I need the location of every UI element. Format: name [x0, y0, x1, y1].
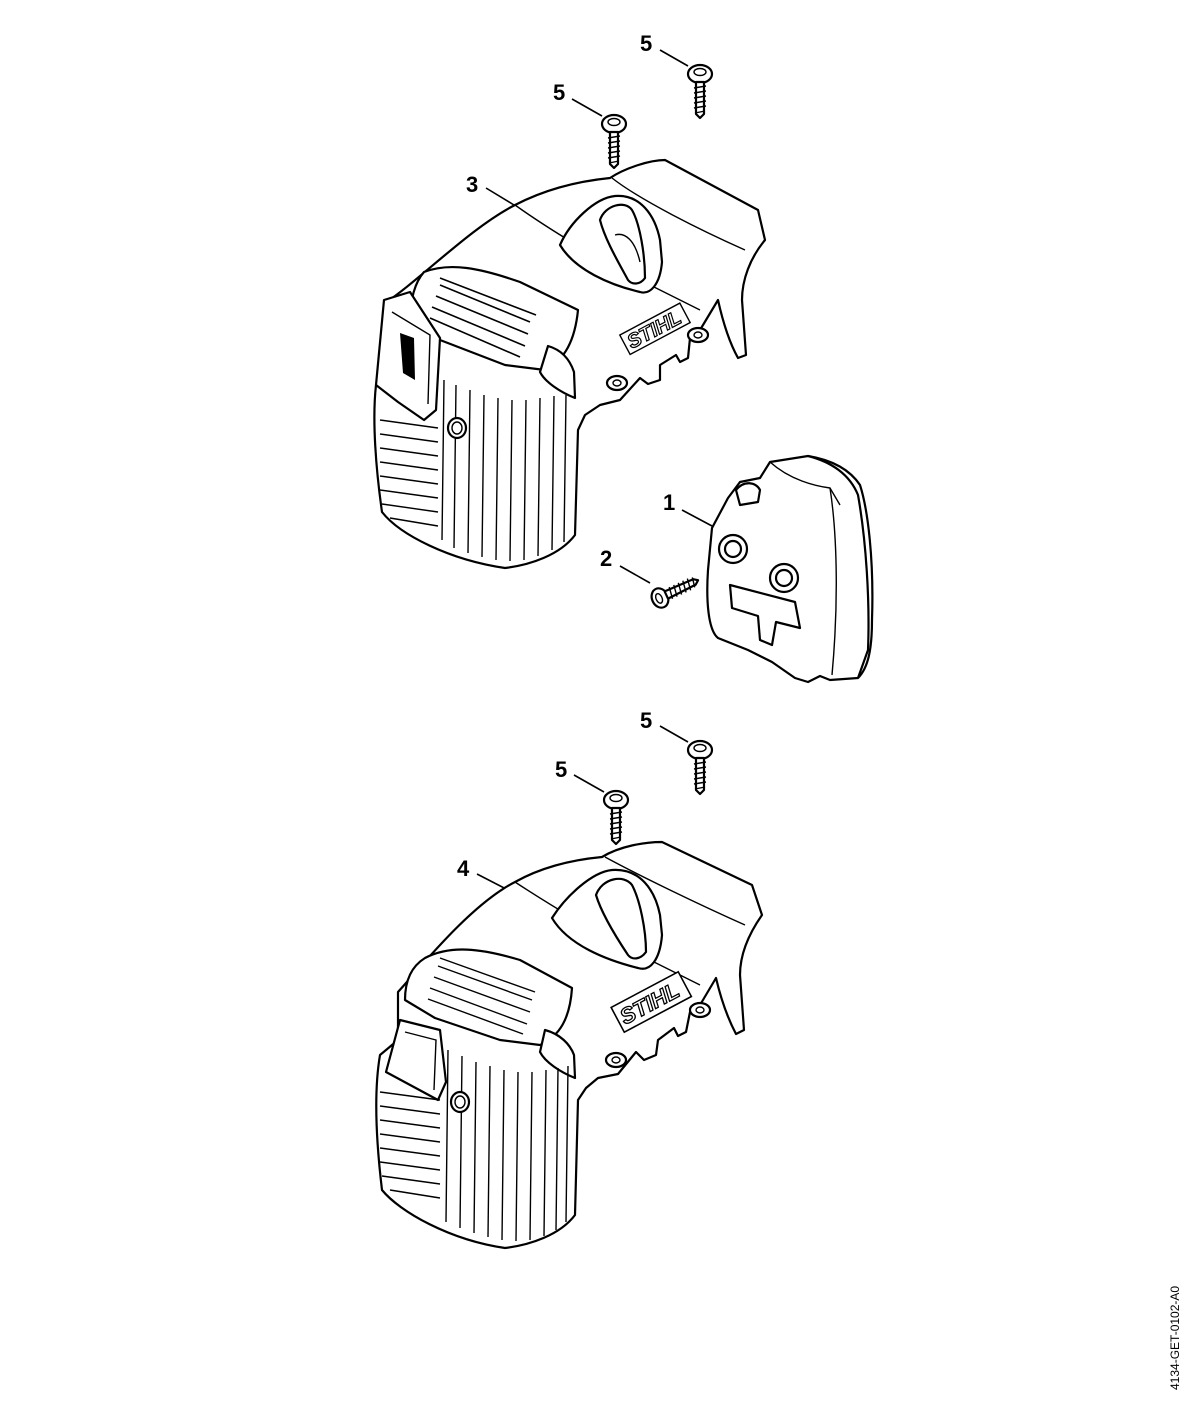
leader-line — [619, 565, 651, 584]
top-vent-slots — [429, 277, 537, 358]
screw-icon — [602, 789, 630, 846]
callout-2: 2 — [600, 546, 651, 584]
callout-label: 5 — [555, 757, 567, 782]
callout-label: 2 — [600, 546, 612, 571]
screw-icon — [686, 739, 714, 796]
callout-5-bottom-left: 5 — [555, 757, 605, 793]
screw-icon — [600, 113, 628, 170]
leader-line — [659, 49, 689, 67]
screw-horizontal-icon — [650, 577, 700, 609]
front-grille — [379, 1049, 569, 1242]
callout-label: 3 — [466, 172, 478, 197]
leader-line — [573, 774, 605, 793]
callout-5-top-left: 5 — [553, 80, 603, 117]
shroud-4: STIHL — [375, 840, 764, 1250]
leader-line — [485, 187, 515, 206]
callout-5-bottom-right: 5 — [640, 708, 689, 743]
front-grille — [379, 379, 567, 562]
callout-label: 5 — [640, 31, 652, 56]
callout-label: 5 — [553, 80, 565, 105]
leader-line — [476, 873, 509, 891]
callout-1: 1 — [663, 490, 713, 527]
leader-line — [659, 725, 689, 743]
leader-line — [681, 509, 713, 527]
screw-icon — [686, 63, 714, 120]
callout-4: 4 — [457, 856, 509, 891]
callout-label: 4 — [457, 856, 470, 881]
callout-5-top-right: 5 — [640, 31, 689, 67]
callout-3: 3 — [466, 172, 515, 206]
shroud-3: STIHL — [373, 158, 767, 570]
top-vent-slots — [427, 957, 536, 1035]
callout-label: 1 — [663, 490, 675, 515]
leader-line — [571, 98, 603, 117]
document-reference: 4134-GET-0102-A0 — [1168, 1285, 1182, 1390]
callout-label: 5 — [640, 708, 652, 733]
muffler-cover-1 — [706, 454, 874, 684]
